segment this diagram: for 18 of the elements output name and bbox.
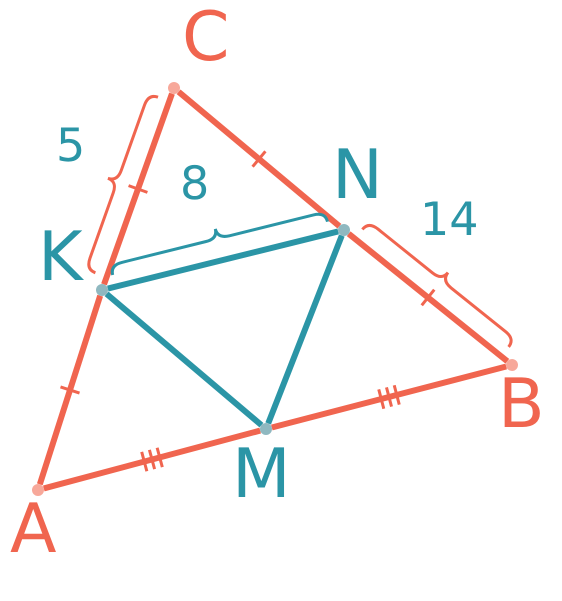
point-label: B	[498, 371, 545, 439]
line-segment	[101, 92, 175, 286]
point-label: M	[232, 441, 291, 509]
line-segment	[104, 292, 264, 428]
line-segment	[43, 428, 261, 492]
point-label: K	[38, 224, 83, 292]
line-segment	[107, 228, 339, 292]
line-segment	[346, 231, 510, 364]
line-segment	[265, 234, 345, 424]
point-label: C	[182, 4, 230, 72]
dimension-label: 8	[180, 160, 210, 206]
dimension-label: 14	[420, 196, 479, 242]
line-segment	[36, 294, 104, 486]
line-segment	[271, 364, 507, 430]
dimension-label: 5	[56, 122, 86, 168]
point-label: N	[332, 142, 383, 210]
line-segment	[176, 90, 342, 228]
point-label: A	[10, 496, 57, 564]
